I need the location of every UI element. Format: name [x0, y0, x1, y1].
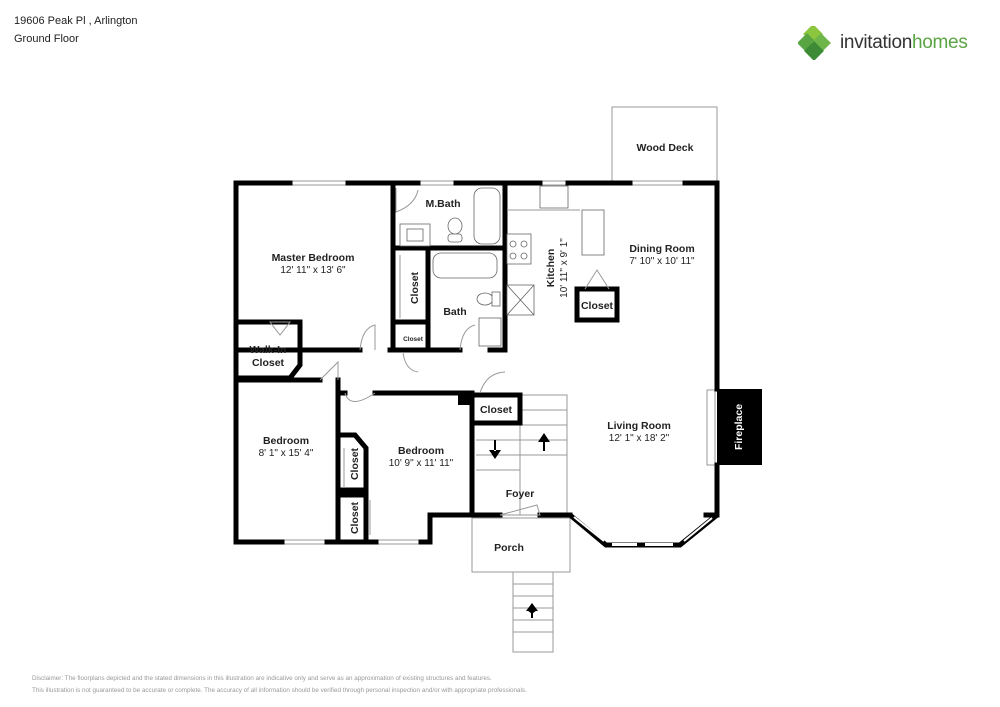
walls — [233, 180, 720, 545]
room-dims-living-room: 12' 1" x 18' 2" — [609, 433, 670, 444]
room-label-foyer: Foyer — [506, 488, 535, 500]
room-label-bath: Bath — [443, 306, 466, 318]
fireplace-block — [717, 389, 762, 465]
doors — [268, 188, 610, 535]
bay-window — [568, 513, 719, 548]
invitation-homes-logo: invitationhomes — [798, 26, 968, 60]
room-dims-bedroom-2: 10' 9" x 11' 11" — [389, 458, 454, 469]
room-dims-bedroom-1: 8' 1" x 15' 4" — [259, 448, 314, 459]
room-label-closet-master: Closet — [409, 271, 421, 304]
mbath-tub — [473, 187, 501, 245]
up-arrow-icon — [538, 433, 550, 451]
stove-icon — [506, 233, 532, 265]
room-label-walk-in-closet-1: Walk-In — [250, 344, 287, 356]
disclaimer-line-2: This illustration is not guaranteed to b… — [32, 687, 527, 694]
address: 19606 Peak Pl , Arlington — [14, 15, 138, 27]
room-label-closet-dining: Closet — [581, 300, 614, 312]
room-dims-kitchen: 10' 11" x 9' 1" — [559, 238, 570, 298]
room-label-closet-small: Closet — [403, 336, 424, 343]
room-dims-dining-room: 7' 10" x 10' 11" — [629, 256, 695, 267]
porch-stairs — [512, 571, 554, 653]
room-label-closet-bedroom-a: Closet — [349, 447, 361, 480]
wall-column — [458, 395, 470, 405]
logo-text-invitation: invitation — [840, 32, 912, 53]
room-label-living-room: Living Room — [607, 420, 671, 432]
sink — [478, 317, 502, 347]
room-dims-master-bedroom: 12' 11" x 13' 6" — [280, 265, 346, 276]
logo-mark-icon — [798, 26, 831, 60]
room-label-bedroom-1: Bedroom — [263, 435, 309, 447]
fixtures — [399, 185, 605, 347]
floor-name: Ground Floor — [14, 33, 79, 45]
toilet — [476, 292, 494, 306]
logo-text-homes: homes — [912, 32, 968, 53]
room-label-closet-bedroom-b: Closet — [349, 501, 361, 534]
bath-tub — [432, 252, 498, 279]
down-arrow-icon — [489, 440, 501, 459]
toilet — [447, 217, 463, 235]
room-label-kitchen: Kitchen — [545, 249, 557, 288]
room-label-dining-room: Dining Room — [629, 243, 694, 255]
room-label-bedroom-2: Bedroom — [398, 445, 444, 457]
room-label-walk-in-closet-2: Closet — [252, 357, 285, 369]
room-label-wood-deck: Wood Deck — [637, 142, 694, 154]
room-label-porch: Porch — [494, 542, 524, 554]
room-label-master-bedroom: Master Bedroom — [272, 252, 355, 264]
kitchen-sink — [539, 185, 569, 209]
room-label-closet-foyer: Closet — [480, 404, 513, 416]
room-label-m-bath: M.Bath — [426, 198, 461, 210]
counter — [581, 209, 605, 256]
disclaimer-line-1: Disclaimer: The floorplans depicted and … — [32, 675, 492, 682]
room-label-fireplace: Fireplace — [733, 404, 745, 450]
